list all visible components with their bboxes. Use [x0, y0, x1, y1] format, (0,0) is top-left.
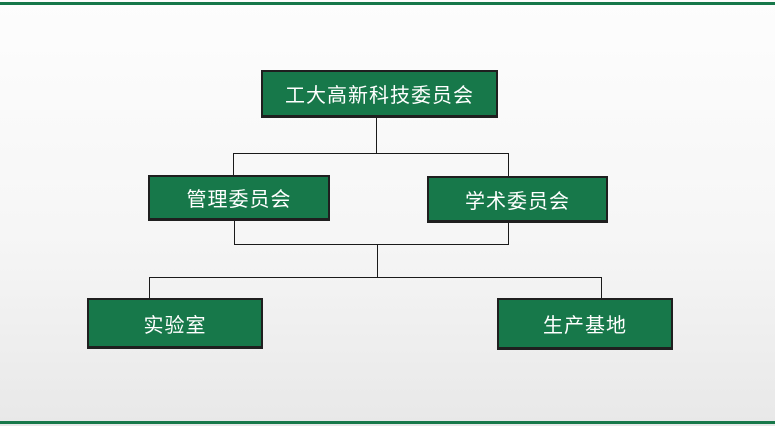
connector-level3-rail: [149, 277, 602, 278]
connector-middle-stem: [377, 244, 378, 278]
org-node-laboratory-label: 实验室: [143, 314, 207, 337]
connector-level2-rail: [233, 153, 509, 154]
connector-merge-rail: [234, 244, 509, 245]
top-accent-rule: [0, 2, 775, 5]
org-node-root: 工大高新科技委员会: [261, 70, 498, 118]
bottom-accent-rule: [0, 421, 775, 424]
connector-drop-production-base: [601, 277, 602, 299]
connector-drop-management: [233, 153, 234, 176]
org-node-management-label: 管理委员会: [186, 189, 292, 211]
org-node-production-base: 生产基地: [497, 298, 673, 350]
connector-drop-academic: [508, 153, 509, 177]
org-node-laboratory: 实验室: [87, 298, 263, 349]
connector-up-management: [234, 221, 235, 245]
connector-up-academic: [508, 223, 509, 245]
org-node-production-base-label: 生产基地: [543, 315, 627, 337]
connector-root-stem: [376, 118, 377, 154]
org-node-management-committee: 管理委员会: [148, 175, 330, 221]
org-node-academic-label: 学术委员会: [465, 190, 570, 213]
org-node-academic-committee: 学术委员会: [427, 176, 608, 223]
org-node-root-label: 工大高新科技委员会: [285, 85, 474, 107]
connector-drop-laboratory: [149, 277, 150, 299]
